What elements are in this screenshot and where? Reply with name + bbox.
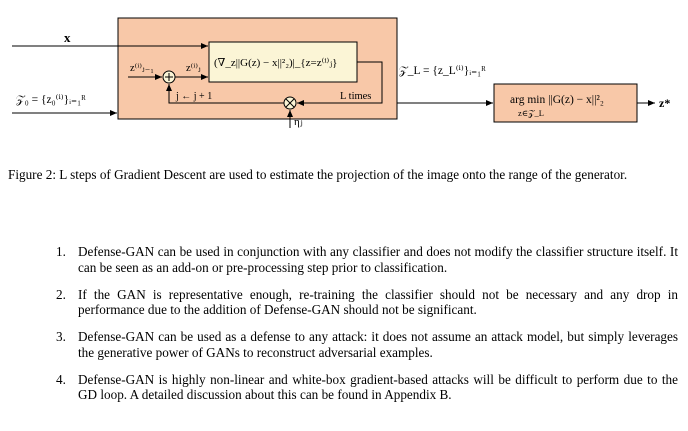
argmin-box	[493, 83, 638, 123]
z-cur-label: z⁽ⁱ⁾ⱼ	[186, 62, 201, 74]
gradient-box	[208, 41, 358, 83]
list-item: 1. Defense-GAN can be used in conjunction…	[56, 244, 678, 275]
caption-text: L steps of Gradient Descent are used to …	[59, 167, 628, 182]
list-text: Defense-GAN can be used as a defense to …	[78, 329, 678, 360]
index-update-label: j ← j + 1	[175, 91, 212, 102]
x-label: x	[64, 30, 71, 45]
list-text: Defense-GAN is highly non-linear and whi…	[78, 371, 678, 403]
argmin-subscript: z∈𝒵_L	[518, 108, 544, 118]
list-number: 2.	[56, 286, 66, 302]
list-text: If the GAN is representative enough, re-…	[78, 286, 678, 318]
list-number: 4.	[56, 371, 66, 387]
z0-label: 𝒵₀ = {z₀⁽ⁱ⁾}ᵢ₌₁ᴿ	[16, 94, 86, 106]
z-prev-label: z⁽ⁱ⁾ⱼ₋₁	[130, 62, 154, 74]
list-item: 2. If the GAN is representative enough, r…	[56, 287, 678, 318]
caption-label: Figure 2:	[8, 167, 56, 182]
list-text: Defense-GAN can be used in conjunction w…	[78, 244, 678, 275]
gd-diagram: x 𝒵₀ = {z₀⁽ⁱ⁾}ᵢ₌₁ᴿ z⁽ⁱ⁾ⱼ₋₁ z⁽ⁱ⁾ⱼ (∇_z||G…	[12, 17, 670, 128]
z-star-label: z*	[659, 96, 670, 110]
figure-caption: Figure 2: L steps of Gradient Descent ar…	[8, 167, 678, 183]
gradient-expression: (∇_z||G(z) − x||²₂)|_{z=z⁽ⁱ⁾ⱼ}	[214, 57, 337, 69]
list-number: 3.	[56, 329, 66, 345]
properties-list: 1. Defense-GAN can be used in conjunction…	[56, 244, 678, 414]
list-item: 3. Defense-GAN can be used as a defense t…	[56, 329, 678, 360]
eta-label: ηⱼ	[294, 116, 303, 128]
l-times-label: L times	[340, 91, 371, 102]
list-number: 1.	[56, 244, 66, 259]
list-item: 4. Defense-GAN is highly non-linear and w…	[56, 372, 678, 403]
argmin-expression: arg min ||G(z) − x||²₂	[510, 94, 604, 106]
zl-label: 𝒵_L = {z_L⁽ⁱ⁾}ᵢ₌₁ᴿ	[399, 65, 486, 77]
